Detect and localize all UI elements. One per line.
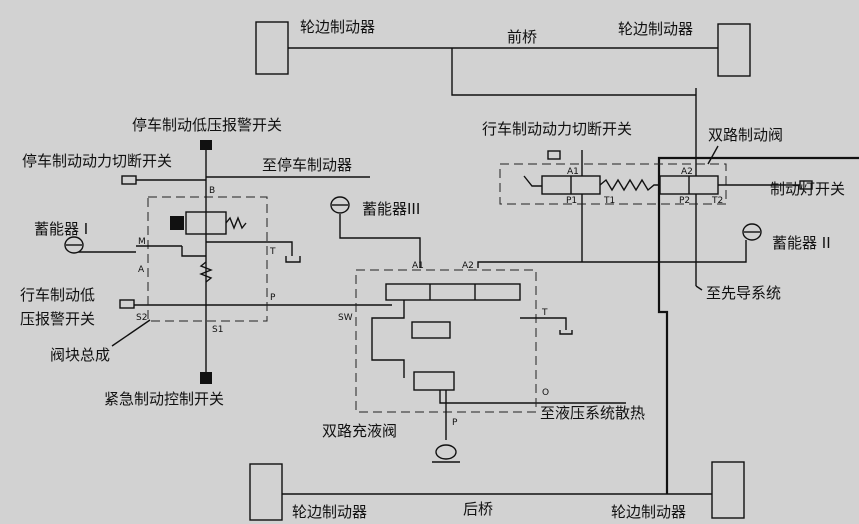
port-p2: P2: [679, 196, 690, 206]
tank-symbol-left: [285, 256, 301, 263]
service-power-cutoff-switch-symbol: [547, 150, 561, 160]
charging-relief-valve: [413, 371, 455, 391]
port-b: B: [209, 186, 215, 196]
port-t2: T2: [711, 196, 723, 206]
label-wheel-brake-br: 轮边制动器: [611, 503, 686, 521]
port-o-charge: O: [542, 388, 549, 398]
port-p-charge: P: [452, 418, 458, 428]
parking-low-pressure-switch: [200, 140, 212, 150]
port-m: M: [138, 237, 146, 247]
service-low-pressure-switch: [119, 299, 135, 309]
brake-light-switch-symbol: [799, 180, 813, 190]
label-accumulator-1: 蓄能器 I: [34, 220, 88, 238]
port-sw: SW: [338, 313, 353, 323]
leader-valve-block: [111, 319, 151, 347]
rear-brake-line: [657, 156, 859, 494]
label-to-pilot-system: 至先导系统: [706, 284, 781, 302]
port-a1-brake: A1: [567, 167, 579, 177]
emergency-control-switch: [200, 372, 212, 384]
port-a2-charge: A2: [462, 261, 474, 271]
line-a1-to-accumulator-3: [339, 214, 421, 268]
check-valve-spring: [199, 261, 213, 283]
accumulator-2-symbol: [742, 223, 762, 241]
wheel-brake-bottom-right: [711, 461, 745, 519]
accumulator-1-symbol: [64, 236, 84, 254]
label-emergency-control-switch: 紧急制动控制开关: [104, 390, 224, 408]
port-p1: P1: [566, 196, 577, 206]
label-service-low-pressure-line2: 压报警开关: [20, 310, 95, 328]
label-to-parking-brake: 至停车制动器: [262, 156, 352, 174]
label-brake-light-switch: 制动灯开关: [770, 180, 845, 198]
valve-spring: [225, 216, 247, 230]
line-to-cooling: [439, 388, 626, 404]
label-wheel-brake-tr: 轮边制动器: [618, 20, 693, 38]
wheel-brake-top-right: [717, 23, 751, 77]
label-rear-axle: 后桥: [463, 500, 493, 518]
port-t-left: T: [269, 247, 276, 257]
label-accumulator-2: 蓄能器 II: [772, 234, 831, 252]
port-a: A: [138, 265, 145, 275]
tank-symbol-charging: [559, 330, 573, 335]
front-brake-line: [451, 48, 696, 96]
charging-valve-top-block: [385, 283, 521, 301]
label-to-hydraulic-cooling: 至液压系统散热: [540, 404, 645, 422]
label-front-axle: 前桥: [507, 28, 537, 46]
port-s2: S2: [136, 313, 147, 323]
charging-sub-valve: [411, 321, 451, 339]
brake-valve-spring-mid: [599, 178, 660, 192]
port-s1: S1: [212, 325, 223, 335]
label-wheel-brake-tl: 轮边制动器: [300, 18, 375, 36]
label-valve-block-assembly: 阀块总成: [50, 346, 110, 364]
label-dual-circuit-charging-valve: 双路充液阀: [322, 422, 397, 440]
port-p-left: P: [270, 293, 276, 303]
valve-block-outline: [147, 196, 268, 322]
label-service-low-pressure-line1: 行车制动低: [20, 286, 95, 304]
line-a2-to-accumulator-2: [477, 240, 747, 268]
label-dual-circuit-brake-valve: 双路制动阀: [708, 126, 783, 144]
leader-pilot-system: [695, 285, 703, 291]
leader-brake-valve: [707, 145, 719, 165]
charging-internal-line: [371, 300, 405, 378]
pump-symbol: [435, 444, 457, 460]
label-parking-low-pressure-alarm: 停车制动低压报警开关: [132, 116, 282, 134]
label-accumulator-3: 蓄能器III: [362, 200, 420, 218]
tank-line-left: [206, 241, 293, 256]
port-a2-brake: A2: [681, 167, 693, 177]
label-parking-power-cutoff: 停车制动动力切断开关: [22, 152, 172, 170]
port-t-charge: T: [541, 308, 548, 318]
parking-power-cutoff-switch: [121, 175, 137, 185]
brake-valve-outline: [499, 163, 727, 205]
label-wheel-brake-bl: 轮边制动器: [292, 503, 367, 521]
wheel-brake-top-left: [255, 21, 289, 75]
brake-pedal-symbol: [523, 175, 542, 187]
label-service-power-cutoff: 行车制动动力切断开关: [482, 120, 632, 138]
wheel-brake-bottom-left: [249, 463, 283, 521]
accumulator-3-symbol: [330, 196, 350, 214]
port-t1: T1: [603, 196, 615, 206]
solenoid-coil: [170, 216, 184, 230]
line-a-to-accumulator-1: [181, 246, 206, 257]
charging-t-line: [520, 317, 567, 330]
port-a1-charge: A1: [412, 261, 424, 271]
